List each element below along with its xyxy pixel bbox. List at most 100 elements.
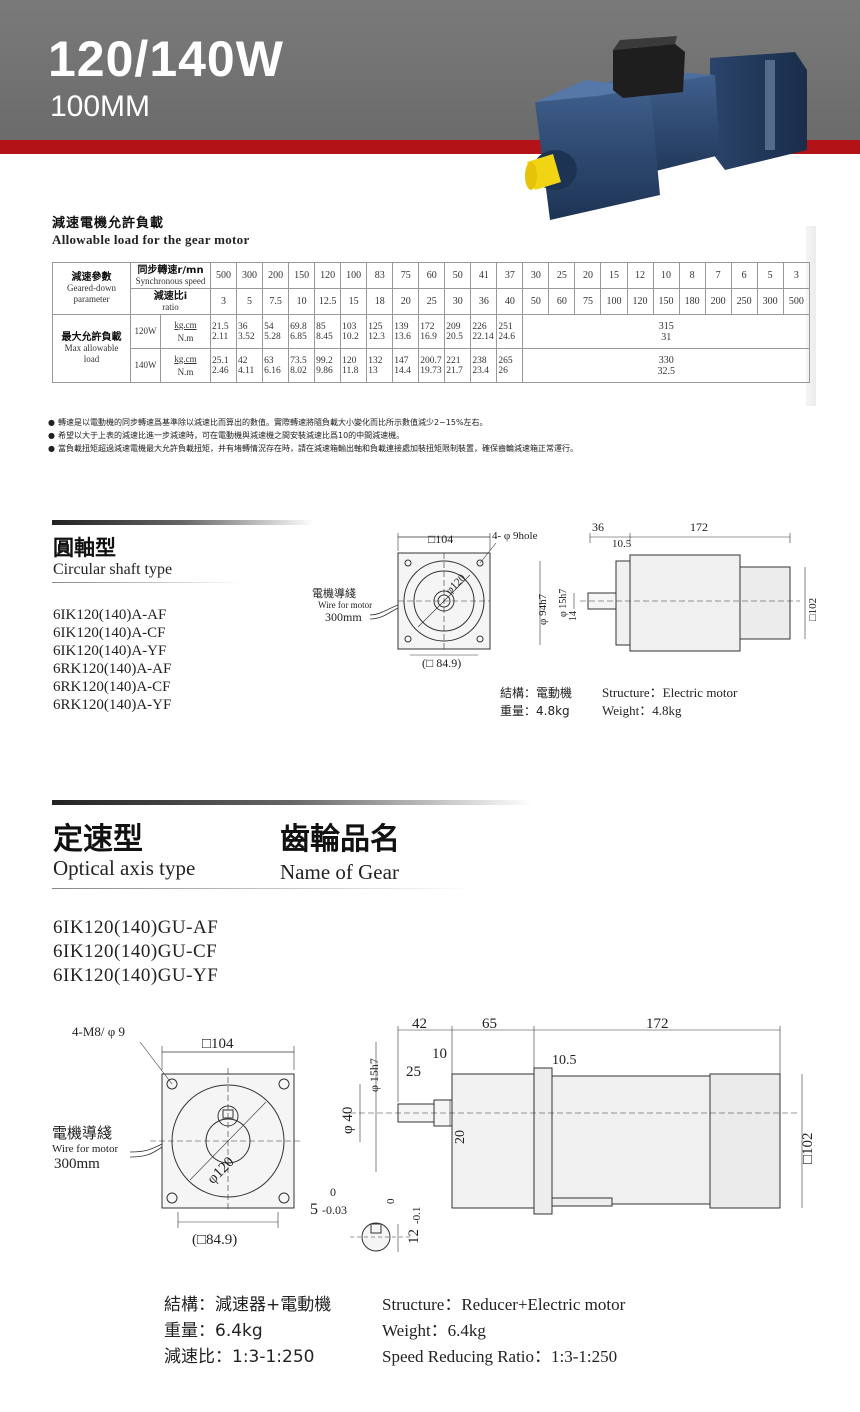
- power-cell: 140W: [130, 348, 161, 383]
- section-divider: [52, 520, 314, 525]
- model-item: 6IK120(140)A-AF: [53, 607, 167, 623]
- key-height-tol-down: -0.1: [411, 1207, 423, 1224]
- speed-cell: 7: [704, 262, 732, 289]
- nm-value: 14.4: [394, 365, 411, 376]
- gear-name-zh: 齒輪品名: [280, 822, 400, 857]
- speed-cell: 3: [782, 262, 811, 289]
- table-row-ratio: 減速比i ratio 3 5 7.5 10 12.5 15 18 20 25 3…: [53, 288, 811, 315]
- gear-side-view: [350, 1026, 803, 1252]
- title-underline: [52, 582, 242, 583]
- kgcm-value: 226: [472, 321, 487, 332]
- kgcm-value: 85: [316, 321, 326, 332]
- ratio-header-en: ratio: [162, 301, 179, 312]
- dim-phi15: φ 15h7: [558, 589, 569, 617]
- nm-value: 16.9: [420, 331, 437, 342]
- param-header-cell: 減速參數 Geared-down parameter: [52, 262, 131, 315]
- side-view: [539, 533, 806, 652]
- ratio-header: 減速比i ratio: [130, 288, 211, 315]
- structure-en: Structure：Electric motor: [602, 685, 738, 700]
- nm-value: 8.02: [290, 365, 307, 376]
- kgcm-value: 132: [368, 355, 383, 366]
- dim-sq102: □102: [807, 598, 819, 621]
- page-title: 120/140W: [48, 31, 284, 87]
- ratio-cell: 40: [496, 288, 524, 315]
- sync-speed-zh: 同步轉速r/mn: [137, 264, 204, 276]
- note-item: 希望以大于上表的減速比進一步減速時，可在電動機與減速機之間安裝減速比爲10的中間…: [48, 429, 578, 442]
- max-kgcm-value: 330: [658, 354, 674, 366]
- unit-nm: N.m: [177, 366, 194, 377]
- max-nm-value: 31: [661, 331, 672, 343]
- dim-m8: 4-M8/ φ 9: [72, 1024, 125, 1039]
- speed-cell: 120: [314, 262, 342, 289]
- speed-cell: 50: [444, 262, 472, 289]
- ratio-cell: 18: [366, 288, 394, 315]
- kgcm-value: 265: [498, 355, 513, 366]
- dim-phi15: φ 15h7: [367, 1058, 381, 1092]
- key-width: 5: [310, 1201, 318, 1218]
- speed-cell: 75: [392, 262, 420, 289]
- dim-65: 65: [482, 1016, 497, 1032]
- speed-cell: 15: [600, 262, 628, 289]
- kgcm-value: 251: [498, 321, 513, 332]
- table-shadow: [806, 226, 816, 406]
- structure-zh: 結構：減速器+電動機: [164, 1295, 332, 1315]
- title-underline: [52, 888, 472, 889]
- kgcm-value: 21.5: [212, 321, 229, 332]
- ratio-cell: 60: [548, 288, 576, 315]
- weight-zh: 重量：6.4kg: [164, 1321, 263, 1341]
- gear-specs-zh: 結構：減速器+電動機 重量：6.4kg 減速比：1:3-1:250: [164, 1292, 331, 1370]
- gear-title-en: Optical axis type: [53, 856, 196, 880]
- ratio-cell: 15: [340, 288, 368, 315]
- kgcm-value: 221: [446, 355, 461, 366]
- unit-nm: N.m: [177, 332, 194, 343]
- ratio-header-zh: 減速比i: [153, 290, 188, 302]
- load-section-title-en: Allowable load for the gear motor: [52, 232, 250, 247]
- speed-cell: 20: [574, 262, 602, 289]
- speed-cell: 10: [652, 262, 680, 289]
- ratio-cell: 5: [236, 288, 264, 315]
- unit-kgcm: kg.cm: [174, 319, 197, 330]
- wire-label-zh: 電機導綫: [52, 1124, 112, 1142]
- dim-hole: 4- φ 9hole: [492, 530, 538, 542]
- nm-value: 4.11: [238, 365, 255, 376]
- dim-sq102: □102: [800, 1132, 816, 1164]
- allowable-load-table: 減速參數 Geared-down parameter 同步轉速r/mn Sync…: [52, 262, 811, 383]
- kgcm-value: 73.5: [290, 355, 307, 366]
- gear-title-zh: 定速型: [53, 822, 143, 857]
- kgcm-value: 54: [264, 321, 274, 332]
- dim-14: 14: [568, 611, 579, 621]
- gear-name-en: Name of Gear: [280, 860, 399, 884]
- dim-phi40: φ 40: [340, 1107, 356, 1134]
- model-item: 6IK120(140)GU-AF: [53, 917, 219, 938]
- kgcm-value: 209: [446, 321, 461, 332]
- structure-en: Structure：Reducer+Electric motor: [382, 1295, 626, 1314]
- model-item: 6IK120(140)GU-CF: [53, 941, 218, 962]
- speed-cell: 60: [418, 262, 446, 289]
- dim-25: 25: [406, 1064, 421, 1080]
- ratio-cell: 50: [522, 288, 550, 315]
- model-item: 6RK120(140)A-YF: [53, 697, 172, 713]
- ratio-cell: 20: [392, 288, 420, 315]
- ratio-cell: 500: [782, 288, 811, 315]
- max-value-cell: 315 31: [522, 314, 810, 349]
- ratio-cell: 120: [626, 288, 654, 315]
- kgcm-value: 139: [394, 321, 409, 332]
- kgcm-value: 99.2: [316, 355, 333, 366]
- dim-10-5: 10.5: [612, 538, 632, 550]
- ratio-cell: 150: [652, 288, 680, 315]
- ratio-cell: 200: [704, 288, 732, 315]
- gear-front-view: [129, 1041, 300, 1228]
- unit-cell: kg.cm N.m: [160, 314, 211, 349]
- speed-cell: 83: [366, 262, 394, 289]
- kgcm-value: 172: [420, 321, 435, 332]
- dim-phi94: φ 94h7: [537, 593, 549, 625]
- nm-value: 6.16: [264, 365, 281, 376]
- model-item: 6RK120(140)A-CF: [53, 679, 171, 695]
- ratio-cell: 100: [600, 288, 628, 315]
- speed-cell: 12: [626, 262, 654, 289]
- key-height: 12: [406, 1229, 422, 1244]
- dim-sq849: (□ 84.9): [422, 656, 461, 670]
- nm-value: 20.5: [446, 331, 463, 342]
- load-section-title-zh: 減速電機允許負載: [52, 216, 165, 231]
